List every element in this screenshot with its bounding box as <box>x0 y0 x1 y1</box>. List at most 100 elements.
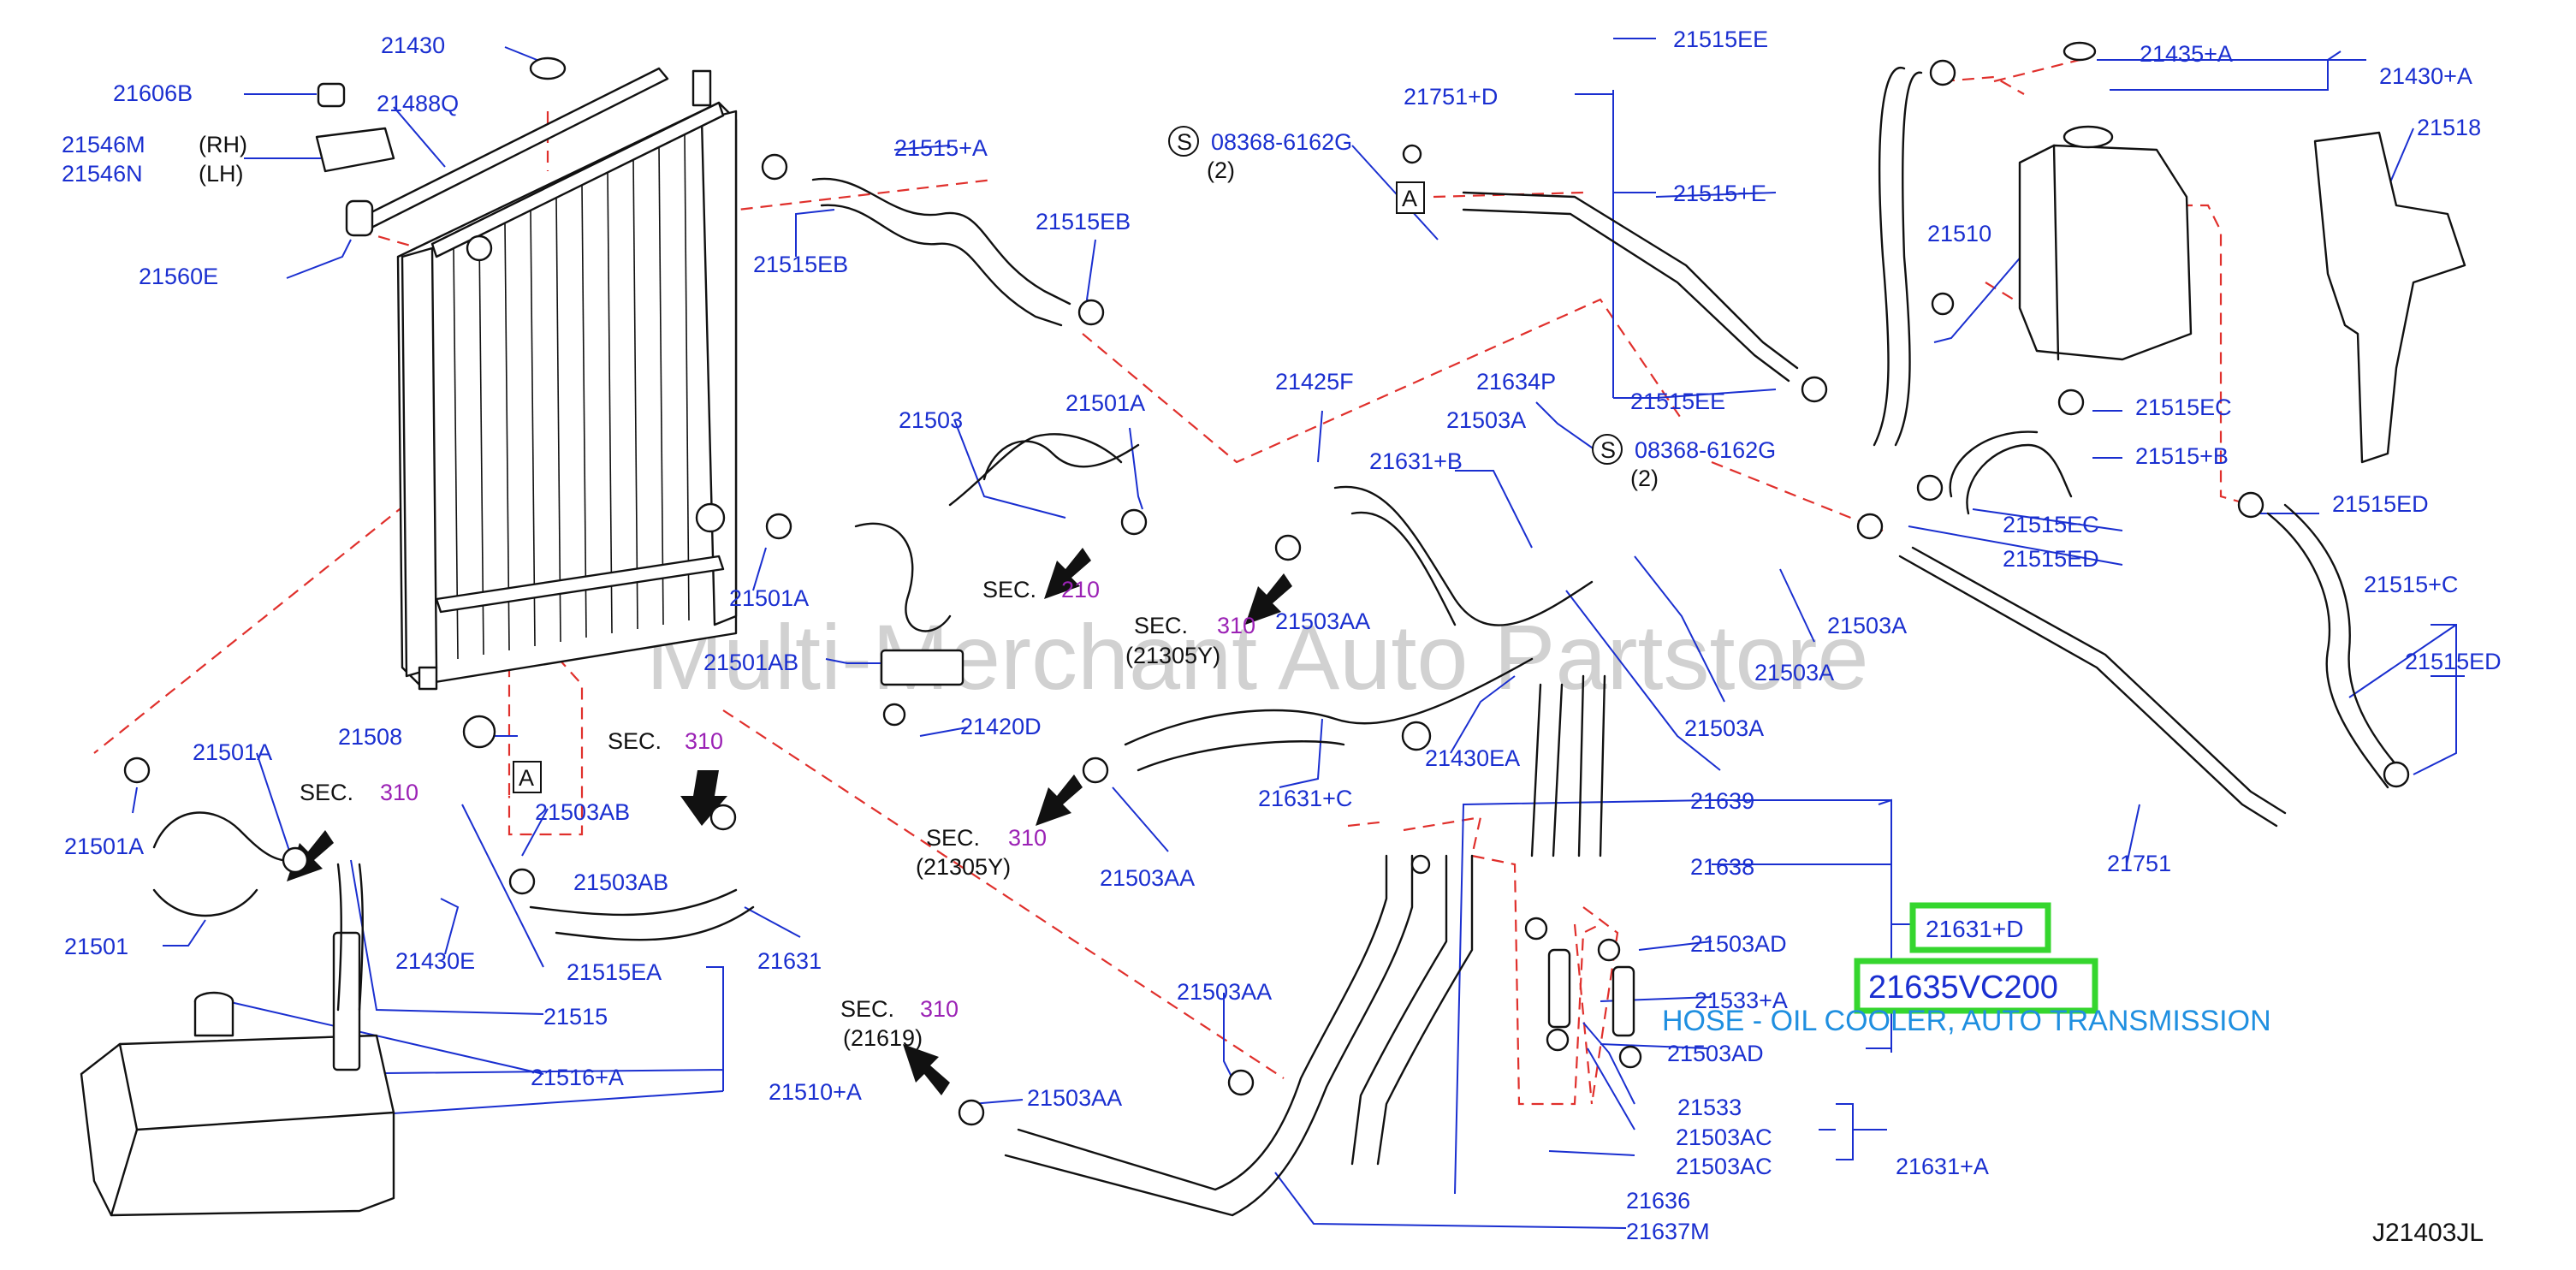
part-21510[interactable]: 21510 <box>1927 221 1991 246</box>
part-21533A[interactable]: 21533+A <box>1695 988 1788 1013</box>
bolt-symbol-2: S <box>1600 437 1616 463</box>
svg-text:SEC.: SEC. <box>982 577 1036 602</box>
part-21515EC-2[interactable]: 21515EC <box>2003 512 2099 537</box>
part-21430E[interactable]: 21430E <box>395 948 475 974</box>
part-21510A[interactable]: 21510+A <box>769 1079 862 1105</box>
svg-text:310: 310 <box>1217 613 1255 638</box>
part-21515A[interactable]: 21515+A <box>894 135 988 161</box>
part-21639[interactable]: 21639 <box>1690 788 1754 814</box>
part-21503AD-1[interactable]: 21503AD <box>1690 931 1787 957</box>
part-21503AC-2[interactable]: 21503AC <box>1676 1154 1772 1179</box>
svg-text:310: 310 <box>380 780 418 805</box>
part-21515ED-1[interactable]: 21515ED <box>2332 491 2429 517</box>
part-21501A-1[interactable]: 21501A <box>1065 390 1145 416</box>
highlight-ref-label: 21631+D <box>1926 916 2023 942</box>
part-21503AC-1[interactable]: 21503AC <box>1676 1125 1772 1150</box>
part-21533[interactable]: 21533 <box>1677 1095 1742 1120</box>
part-21501[interactable]: 21501 <box>64 934 128 959</box>
bolt-part-1: 08368-6162G <box>1211 129 1352 155</box>
part-21515[interactable]: 21515 <box>543 1004 608 1030</box>
bolt-symbol-1: S <box>1177 129 1192 155</box>
part-21516A[interactable]: 21516+A <box>531 1065 624 1090</box>
bolt-ref-1[interactable]: S 08368-6162G (2) <box>1168 126 1352 183</box>
part-21420D[interactable]: 21420D <box>960 714 1042 739</box>
part-21430A[interactable]: 21430+A <box>2379 63 2472 89</box>
part-21515C[interactable]: 21515+C <box>2364 572 2458 597</box>
hose-clamps <box>123 59 2410 1126</box>
part-21638[interactable]: 21638 <box>1690 854 1754 880</box>
part-21488Q[interactable]: 21488Q <box>377 91 459 116</box>
part-21751[interactable]: 21751 <box>2107 851 2171 876</box>
part-21503[interactable]: 21503 <box>899 407 963 433</box>
sec-ref-310-b[interactable]: SEC. 310 <box>300 780 418 805</box>
part-21515EE-1[interactable]: 21515EE <box>1673 27 1768 52</box>
bolt-qty-1: (2) <box>1207 157 1235 183</box>
part-21631C[interactable]: 21631+C <box>1258 786 1352 811</box>
part-21501AB[interactable]: 21501AB <box>703 650 798 675</box>
part-21503AB-1[interactable]: 21503AB <box>535 799 630 825</box>
svg-text:210: 210 <box>1061 577 1100 602</box>
part-21501A-4[interactable]: 21501A <box>64 834 144 859</box>
sec-ref-310-21619[interactable]: SEC. 310 (21619) <box>840 996 959 1051</box>
hoses <box>152 66 2402 1217</box>
part-21606B[interactable]: 21606B <box>113 80 193 106</box>
radiator-cap <box>529 56 567 80</box>
svg-text:SEC.: SEC. <box>300 780 353 805</box>
part-21503AA-3[interactable]: 21503AA <box>1177 979 1272 1005</box>
sec-ref-310-21305y-2[interactable]: SEC. 310 (21305Y) <box>916 825 1047 880</box>
part-21503AB-2[interactable]: 21503AB <box>573 869 668 895</box>
part-21430EA[interactable]: 21430EA <box>1425 745 1520 771</box>
part-21515E[interactable]: 21515+E <box>1673 181 1766 206</box>
part-21503A-3[interactable]: 21503A <box>1754 660 1834 685</box>
part-21515EB-2[interactable]: 21515EB <box>1036 209 1131 234</box>
part-21503A-4[interactable]: 21503A <box>1684 715 1764 741</box>
svg-text:(21305Y): (21305Y) <box>916 854 1011 880</box>
svg-text:310: 310 <box>920 996 959 1022</box>
highlight-ref-21631D[interactable]: 21631+D <box>1909 902 2051 953</box>
highlight-part-number: 21635VC200 <box>1868 970 2058 1006</box>
part-21515EA[interactable]: 21515EA <box>567 959 662 985</box>
part-21631A[interactable]: 21631+A <box>1896 1154 1989 1179</box>
part-21503AA-4[interactable]: 21503AA <box>1027 1085 1122 1111</box>
part-21508[interactable]: 21508 <box>338 724 402 750</box>
highlight-part-description: HOSE - OIL COOLER, AUTO TRANSMISSION <box>1662 1005 2271 1037</box>
part-21501A-3[interactable]: 21501A <box>193 739 272 765</box>
part-21636[interactable]: 21636 <box>1626 1188 1690 1214</box>
svg-text:(21619): (21619) <box>843 1025 923 1051</box>
sec-ref-310-21305y-1[interactable]: SEC. 310 (21305Y) <box>1125 613 1255 668</box>
part-21430[interactable]: 21430 <box>381 33 445 58</box>
part-21546M[interactable]: 21546M <box>62 132 145 157</box>
part-21518[interactable]: 21518 <box>2417 115 2481 140</box>
part-21634P[interactable]: 21634P <box>1476 369 1556 395</box>
part-21631[interactable]: 21631 <box>757 948 822 974</box>
part-21515B[interactable]: 21515+B <box>2135 443 2229 469</box>
sec-ref-210[interactable]: SEC. 210 <box>982 577 1100 602</box>
part-21515EE-2[interactable]: 21515EE <box>1630 389 1725 414</box>
part-21546N[interactable]: 21546N <box>62 161 143 187</box>
view-marker-a-2: A <box>513 761 542 793</box>
reservoir-tank-lower <box>80 931 395 1217</box>
part-21503AA-2[interactable]: 21503AA <box>1100 865 1195 891</box>
svg-text:SEC.: SEC. <box>608 728 662 754</box>
part-21631B[interactable]: 21631+B <box>1369 448 1463 474</box>
highlight-part-21635VC200[interactable]: 21635VC200 <box>1854 958 2098 1014</box>
part-21501A-2[interactable]: 21501A <box>729 585 809 611</box>
part-21515ED-2[interactable]: 21515ED <box>2003 546 2099 572</box>
part-21425F[interactable]: 21425F <box>1275 369 1354 395</box>
bolt-part-2: 08368-6162G <box>1635 437 1776 463</box>
leader-lines <box>132 38 2465 1229</box>
part-21515EC-1[interactable]: 21515EC <box>2135 395 2232 420</box>
part-21515ED-3[interactable]: 21515ED <box>2405 649 2502 674</box>
part-21515EB-1[interactable]: 21515EB <box>753 252 848 277</box>
bolt-ref-2[interactable]: S 08368-6162G (2) <box>1592 434 1776 491</box>
part-21503A-2[interactable]: 21503A <box>1827 613 1907 638</box>
part-21435A[interactable]: 21435+A <box>2140 41 2233 67</box>
part-21503AD-2[interactable]: 21503AD <box>1667 1041 1764 1066</box>
part-21560E[interactable]: 21560E <box>139 264 218 289</box>
part-21503AA-1[interactable]: 21503AA <box>1275 608 1370 634</box>
sec-ref-310-a[interactable]: SEC. 310 <box>608 728 723 754</box>
part-21503A-1[interactable]: 21503A <box>1446 407 1526 433</box>
part-21637M[interactable]: 21637M <box>1626 1219 1710 1244</box>
part-21751D[interactable]: 21751+D <box>1404 84 1498 110</box>
